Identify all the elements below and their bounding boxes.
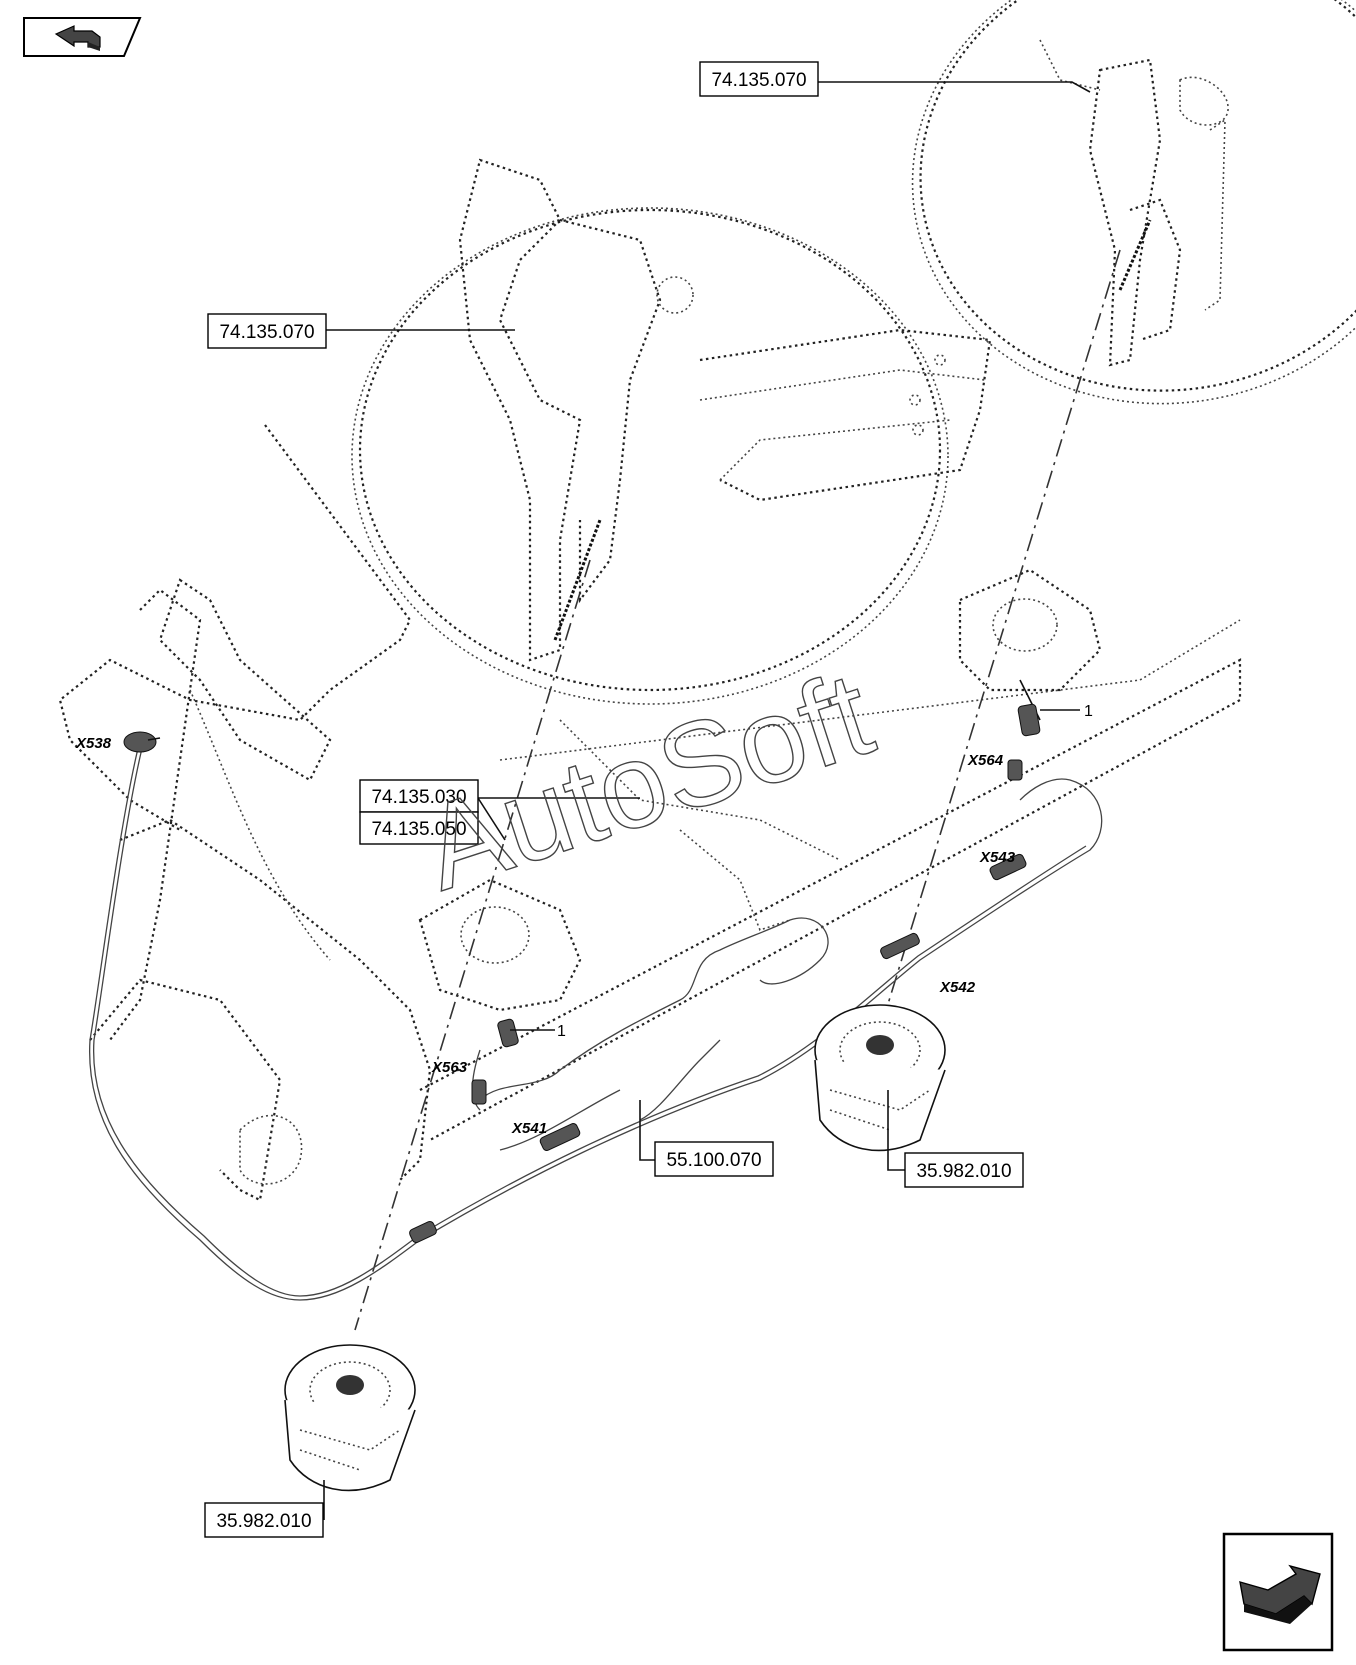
back-button[interactable] xyxy=(23,17,142,57)
reference-label: 74.135.050 xyxy=(371,819,466,840)
upper-right-arm xyxy=(1039,39,1229,367)
reference-label: 35.982.010 xyxy=(216,1511,311,1532)
reference-label: 35.982.010 xyxy=(916,1161,1011,1182)
axis-line-center xyxy=(354,559,591,1331)
reference-74-135-030[interactable]: 74.135.030 xyxy=(359,779,479,813)
connector-label-x538: X538 xyxy=(75,735,112,752)
watermark: AutoSoft xyxy=(408,646,887,916)
lower-beam xyxy=(419,619,1242,1141)
center-disc xyxy=(351,207,949,705)
reference-35-982-010-left[interactable]: 35.982.010 xyxy=(204,1502,324,1538)
reference-35-982-010-right[interactable]: 35.982.010 xyxy=(904,1152,1024,1188)
reference-label: 74.135.070 xyxy=(219,322,314,343)
back-arrow-icon xyxy=(54,25,101,51)
reference-55-100-070[interactable]: 55.100.070 xyxy=(654,1141,774,1177)
motor-left xyxy=(284,1344,416,1492)
connector-label-x542: X542 xyxy=(939,979,976,996)
forward-arrow-icon xyxy=(1239,1564,1321,1624)
reference-74-135-070-top[interactable]: 74.135.070 xyxy=(699,61,819,97)
reference-74-135-070-left[interactable]: 74.135.070 xyxy=(207,313,327,349)
right-gearbox-plate xyxy=(958,568,1102,721)
left-frame xyxy=(58,424,432,1202)
center-gearbox-plate xyxy=(418,878,582,1012)
forward-button[interactable] xyxy=(1222,1532,1334,1652)
reference-label: 74.135.070 xyxy=(711,70,806,91)
motor-right xyxy=(814,1004,946,1152)
item-callout-lower: 1 xyxy=(557,1023,566,1040)
leader-lines xyxy=(147,81,1091,1520)
connector-bodies xyxy=(123,703,1041,1244)
connector-label-x543: X543 xyxy=(979,849,1016,866)
connector-label-x564: X564 xyxy=(967,752,1004,769)
wire-harness xyxy=(88,739,1103,1301)
upper-right-disc xyxy=(911,0,1356,405)
item-callout-upper: 1 xyxy=(1084,703,1093,720)
axis-line-right xyxy=(879,249,1121,1031)
reference-74-135-050[interactable]: 74.135.050 xyxy=(359,811,479,845)
reference-label: 55.100.070 xyxy=(666,1150,761,1171)
connector-label-x563: X563 xyxy=(431,1059,468,1076)
reference-label: 74.135.030 xyxy=(371,787,466,808)
connector-label-x541: X541 xyxy=(511,1120,547,1137)
center-arm xyxy=(458,158,992,662)
